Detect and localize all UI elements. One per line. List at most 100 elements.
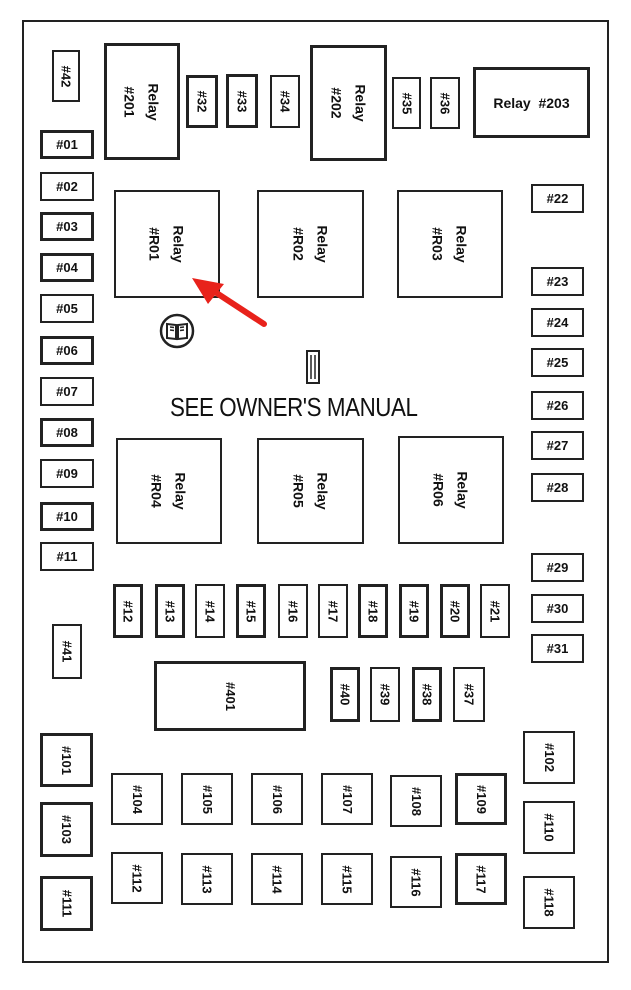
fuse-20-label: #20: [447, 600, 463, 622]
fuse-16-label: #16: [285, 600, 301, 622]
fuse-111: #111: [40, 876, 93, 931]
fuse-02-label: #02: [56, 179, 78, 194]
fuse-14: #14: [195, 584, 225, 638]
fuse-08: #08: [40, 418, 94, 447]
fuse-38: #38: [412, 667, 442, 722]
fuse-25: #25: [531, 348, 584, 377]
fuse-104-label: #104: [129, 784, 145, 814]
relay-r06: Relay#R06: [398, 436, 504, 544]
fuse-17-label: #17: [325, 600, 341, 622]
fuse-24-label: #24: [546, 315, 569, 330]
relay-202: Relay#202: [310, 45, 387, 161]
fuse-117-label: #117: [473, 864, 489, 894]
fuse-31-label: #31: [546, 641, 569, 656]
fuse-36-label: #36: [437, 92, 453, 114]
fuse-05-label: #05: [56, 301, 78, 316]
fuse-112: #112: [111, 852, 163, 904]
fuse-33-label: #33: [234, 90, 250, 112]
relay-r05: Relay#R05: [257, 438, 364, 544]
fuse-41: #41: [52, 624, 82, 679]
fuse-114: #114: [251, 853, 303, 905]
fuse-116: #116: [390, 856, 442, 908]
fuse-34-label: #34: [277, 90, 293, 113]
fuse-42-label: #42: [58, 65, 74, 87]
fuse-18: #18: [358, 584, 388, 638]
fuse-113: #113: [181, 853, 233, 905]
relay-r02-label: Relay#R02: [290, 225, 331, 263]
fuse-401: #401: [154, 661, 306, 731]
fuse-108: #108: [390, 775, 442, 827]
fuse-06: #06: [40, 336, 94, 365]
fuse-32: #32: [186, 75, 218, 128]
see-owners-manual-notice: SEE OWNER'S MANUAL: [170, 392, 418, 422]
fuse-108-label: #108: [408, 786, 424, 816]
fuse-23-label: #23: [546, 274, 569, 289]
fuse-21: #21: [480, 584, 510, 638]
fuse-109-label: #109: [473, 784, 489, 814]
fuse-22: #22: [531, 184, 584, 213]
fuse-35-label: #35: [398, 92, 414, 114]
fuse-40-label: #40: [337, 683, 353, 706]
fuse-15-label: #15: [243, 600, 259, 622]
fuse-118-label: #118: [541, 888, 557, 917]
fuse-24: #24: [531, 308, 584, 337]
fuse-12: #12: [113, 584, 143, 638]
fuse-29-label: #29: [546, 560, 569, 575]
fuse-25-label: #25: [546, 355, 569, 370]
fuse-41-label: #41: [59, 640, 75, 663]
connector-icon: [306, 350, 320, 384]
fuse-107: #107: [321, 773, 373, 825]
relay-r02: Relay#R02: [257, 190, 364, 298]
red-arrow-pointer-icon: [192, 278, 267, 327]
fuse-118: #118: [523, 876, 575, 929]
fuse-28-label: #28: [546, 480, 569, 495]
fuse-28: #28: [531, 473, 584, 502]
fuse-103: #103: [40, 802, 93, 857]
fuse-112-label: #112: [129, 863, 145, 893]
fuse-23: #23: [531, 267, 584, 296]
fuse-26-label: #26: [546, 398, 569, 413]
fuse-110: #110: [523, 801, 575, 854]
fuse-07: #07: [40, 377, 94, 406]
fuse-26: #26: [531, 391, 584, 420]
fuse-105-label: #105: [199, 784, 215, 814]
fuse-106-label: #106: [269, 784, 285, 814]
fuse-22-label: #22: [546, 191, 569, 206]
fuse-101-label: #101: [58, 745, 74, 775]
fuse-12-label: #12: [120, 600, 136, 622]
fuse-39-label: #39: [377, 683, 393, 706]
fuse-19: #19: [399, 584, 429, 638]
fuse-102-label: #102: [541, 743, 557, 772]
fuse-04-label: #04: [56, 260, 78, 275]
fuse-16: #16: [278, 584, 308, 638]
relay-r05-label: Relay#R05: [290, 472, 331, 510]
fuse-01: #01: [40, 130, 94, 159]
fuse-03-label: #03: [56, 219, 78, 234]
fuse-21-label: #21: [487, 600, 503, 622]
fuse-04: #04: [40, 253, 94, 282]
relay-r03-label: Relay#R03: [429, 225, 470, 263]
fuse-101: #101: [40, 733, 93, 787]
fuse-10-label: #10: [56, 509, 78, 524]
fuse-01-label: #01: [56, 137, 78, 152]
fuse-14-label: #14: [202, 600, 218, 622]
fuse-117: #117: [455, 853, 507, 905]
fuse-401-label: #401: [222, 681, 238, 711]
fuse-11: #11: [40, 542, 94, 571]
fuse-09-label: #09: [56, 466, 78, 481]
fuse-39: #39: [370, 667, 400, 722]
relay-r04: Relay#R04: [116, 438, 222, 544]
fuse-11-label: #11: [56, 549, 78, 564]
fuse-40: #40: [330, 667, 360, 722]
fuse-34: #34: [270, 75, 300, 128]
fuse-02: #02: [40, 172, 94, 201]
fuse-29: #29: [531, 553, 584, 582]
fuse-115: #115: [321, 853, 373, 905]
fuse-27: #27: [531, 431, 584, 460]
fuse-107-label: #107: [339, 784, 355, 814]
fuse-103-label: #103: [58, 815, 74, 844]
fuse-33: #33: [226, 74, 258, 128]
fuse-13: #13: [155, 584, 185, 638]
fuse-27-label: #27: [546, 438, 569, 453]
fuse-42: #42: [52, 50, 80, 102]
